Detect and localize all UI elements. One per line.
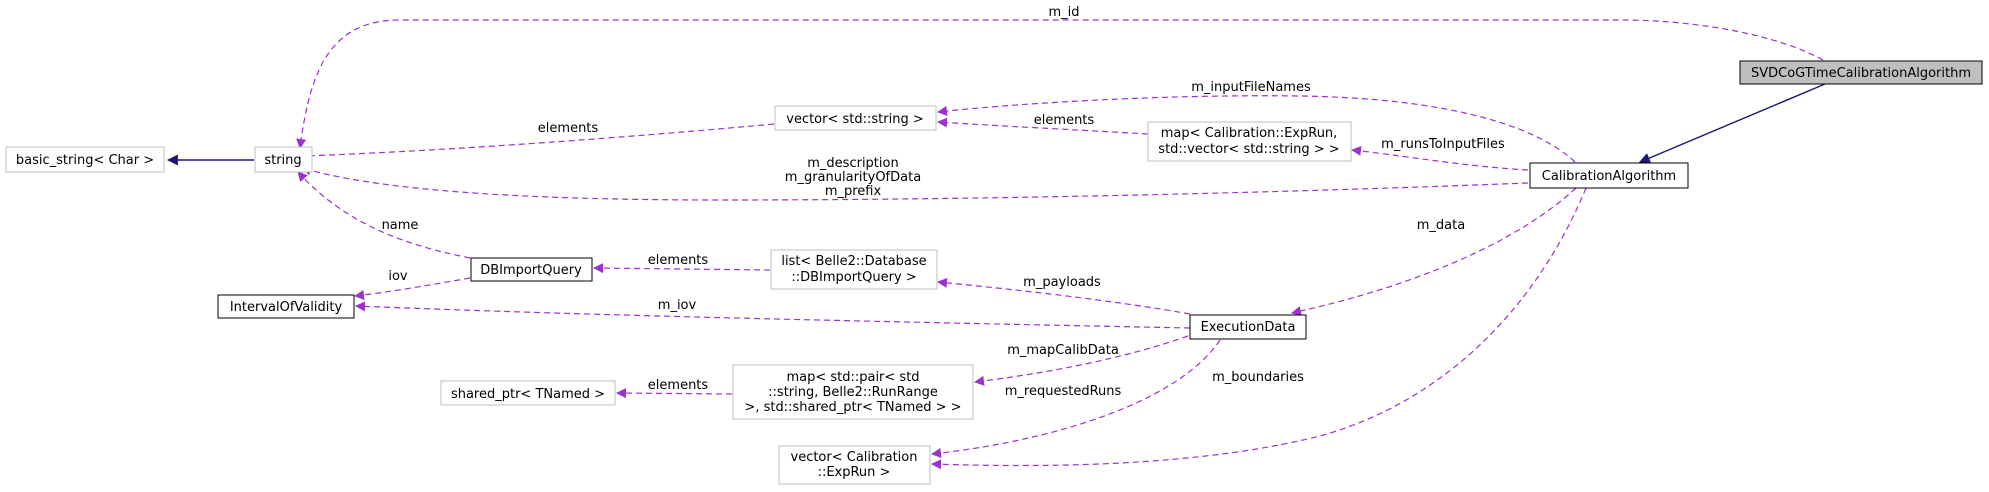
node-intervalofvalidity[interactable]: IntervalOfValidity — [217, 294, 355, 319]
edge-label-m-boundaries: m_boundaries — [1212, 370, 1304, 385]
node-map-pair[interactable]: map< std::pair< std ::string, Belle2::Ru… — [732, 364, 974, 420]
edge-name — [297, 171, 471, 259]
edge-m-requestedruns — [931, 339, 1221, 458]
edge-m-data — [1291, 187, 1577, 316]
node-svdcogtimecalibrationalgorithm[interactable]: SVDCoGTimeCalibrationAlgorithm — [1739, 60, 1983, 85]
node-vector-string[interactable]: vector< std::string > — [774, 105, 937, 131]
node-basic-string[interactable]: basic_string< Char > — [5, 146, 165, 173]
node-calibrationalgorithm[interactable]: CalibrationAlgorithm — [1529, 162, 1689, 189]
node-shared-ptr[interactable]: shared_ptr< TNamed > — [440, 380, 616, 406]
node-label-iov: IntervalOfValidity — [230, 300, 343, 315]
edge-label-m-mapcalibdata: m_mapCalibData — [1007, 343, 1119, 358]
node-label-svd: SVDCoGTimeCalibrationAlgorithm — [1751, 66, 1971, 81]
node-label-string: string — [264, 153, 301, 168]
node-map-exprun[interactable]: map< Calibration::ExpRun, std::vector< s… — [1147, 121, 1352, 162]
node-label-list-db-2: ::DBImportQuery > — [791, 270, 916, 285]
edge-elements-vec-string — [301, 123, 775, 161]
node-label-map-exprun-2: std::vector< std::string > > — [1158, 142, 1339, 157]
edge-label-elements-map: elements — [1034, 113, 1095, 128]
edge-label-m-id: m_id — [1048, 5, 1079, 20]
edge-elements-map-shared — [616, 388, 733, 399]
edge-label-elements-list: elements — [648, 253, 709, 268]
edge-label-name: name — [382, 218, 419, 233]
node-label-map-pair-1: map< std::pair< std — [786, 370, 919, 385]
edge-label-elements-shared: elements — [648, 378, 709, 393]
node-dbimportquery[interactable]: DBImportQuery — [470, 257, 593, 282]
edge-label-m-prefix: m_prefix — [825, 184, 882, 199]
edge-m-id — [296, 19, 1824, 149]
node-string[interactable]: string — [254, 146, 313, 173]
node-label-map-pair-2: ::string, Belle2::RunRange — [768, 385, 938, 400]
node-list-dbimportquery[interactable]: list< Belle2::Database ::DBImportQuery > — [770, 249, 938, 290]
edge-label-m-description: m_description — [807, 156, 898, 171]
node-executiondata[interactable]: ExecutionData — [1189, 314, 1307, 340]
edge-label-m-runstoinputfiles: m_runsToInputFiles — [1381, 137, 1505, 152]
edge-m-runstoinputfiles — [1351, 145, 1529, 171]
node-vector-exprun[interactable]: vector< Calibration ::ExpRun > — [778, 445, 931, 485]
node-label-vector-exprun-1: vector< Calibration — [791, 450, 918, 465]
edge-label-m-inputfilenames: m_inputFileNames — [1191, 80, 1311, 95]
edge-elements-list-db — [593, 263, 771, 274]
edge-m-inputfilenames — [937, 95, 1576, 163]
edge-m-payloads — [937, 277, 1191, 315]
edge-label-m-granularityofdata: m_granularityOfData — [785, 170, 921, 185]
edge-label-m-requestedruns: m_requestedRuns — [1005, 384, 1122, 399]
edge-label-m-data: m_data — [1417, 218, 1465, 233]
edge-label-iov: iov — [388, 269, 408, 284]
node-label-basic-string: basic_string< Char > — [16, 153, 154, 168]
node-label-calib: CalibrationAlgorithm — [1542, 169, 1676, 184]
edge-label-elements-vec: elements — [538, 121, 599, 136]
node-label-list-db-1: list< Belle2::Database — [781, 254, 926, 269]
edge-m-description — [301, 165, 1529, 201]
edge-label-m-payloads: m_payloads — [1023, 275, 1101, 290]
node-label-map-exprun-1: map< Calibration::ExpRun, — [1161, 126, 1338, 141]
edge-m-iov — [355, 301, 1191, 329]
edge-iov — [354, 277, 471, 300]
node-label-map-pair-3: >, std::shared_ptr< TNamed > > — [744, 400, 961, 415]
node-label-executiondata: ExecutionData — [1201, 320, 1296, 335]
node-label-vector-exprun-2: ::ExpRun > — [818, 465, 891, 480]
edge-inherit-svd-calib — [1638, 83, 1826, 164]
edge-label-m-iov: m_iov — [658, 298, 697, 313]
edge-m-mapcalibdata — [974, 335, 1189, 386]
node-label-dbimportquery: DBImportQuery — [480, 263, 582, 278]
node-label-vector-string: vector< std::string > — [786, 112, 923, 127]
node-label-shared-ptr: shared_ptr< TNamed > — [451, 387, 605, 402]
edge-elements-map-vec — [937, 117, 1149, 135]
